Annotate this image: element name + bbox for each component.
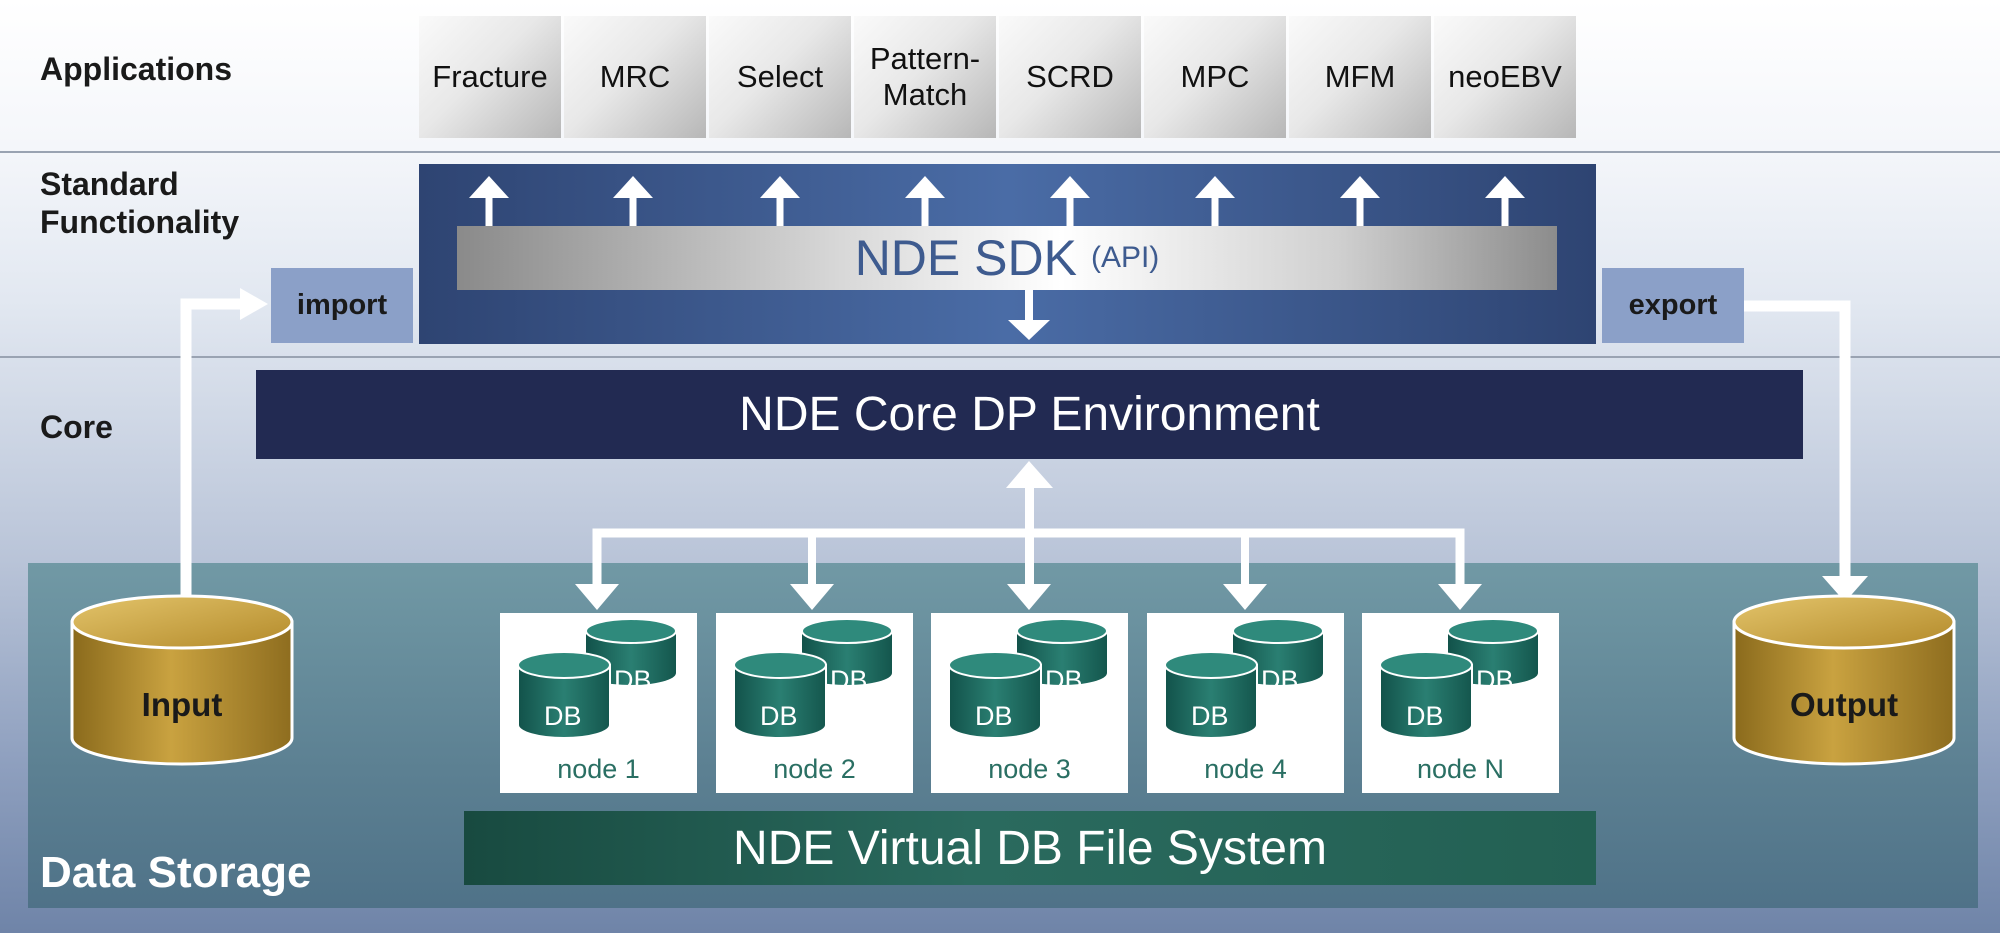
node-4-db-icons <box>1164 618 1324 739</box>
sdk-to-core-arrow <box>1008 290 1050 340</box>
app-mfm: MFM <box>1289 16 1431 138</box>
node-4-db-label-front: DB <box>1191 701 1229 731</box>
node-3-label: node 3 <box>988 754 1071 784</box>
node-3-db-label-front: DB <box>975 701 1013 731</box>
app-fracture: Fracture <box>419 16 561 138</box>
sdk-title: NDE SDK <box>854 230 1077 286</box>
core-dp-environment-bar: NDE Core DP Environment <box>256 370 1803 459</box>
output-label: Output <box>1789 686 1899 723</box>
sdk-up-arrows <box>469 176 1525 226</box>
node-1-db-label-front: DB <box>544 701 582 731</box>
data-storage-layer-label: Data Storage <box>40 848 312 897</box>
node-3-db-label-back: DB <box>1045 665 1083 695</box>
node-card-2: DB DB node 2 <box>716 613 913 793</box>
app-select: Select <box>709 16 851 138</box>
node-card-1: DB DB node 1 <box>500 613 697 793</box>
app-mpc: MPC <box>1144 16 1286 138</box>
input-label: Input <box>141 686 223 723</box>
applications-layer-label: Applications <box>40 51 233 87</box>
node-4-label: node 4 <box>1204 754 1287 784</box>
node-1-label: node 1 <box>557 754 640 784</box>
sdk-subtitle: (API) <box>1090 241 1160 274</box>
node-2-label: node 2 <box>773 754 856 784</box>
app-mrc: MRC <box>564 16 706 138</box>
app-neoebv: neoEBV <box>1434 16 1576 138</box>
export-connector <box>1744 300 1868 602</box>
node-n-db-label-back: DB <box>1476 665 1514 695</box>
input-cylinder <box>70 594 294 766</box>
node-n-label: node N <box>1416 754 1505 784</box>
import-box: import <box>271 268 413 343</box>
app-scrd: SCRD <box>999 16 1141 138</box>
sdk-bar: NDE SDK (API) <box>457 226 1557 290</box>
node-n-db-icons <box>1379 618 1539 739</box>
node-card-4: DB DB node 4 <box>1147 613 1344 793</box>
core-layer-label: Core <box>40 409 113 445</box>
standard-functionality-layer-label: Standard Functionality <box>40 166 240 240</box>
node-4-db-label-back: DB <box>1261 665 1299 695</box>
node-2-db-label-back: DB <box>830 665 868 695</box>
node-3-db-icons <box>948 618 1108 739</box>
band-divider-top <box>0 151 2000 153</box>
import-connector <box>180 288 268 602</box>
node-1-db-icons <box>517 618 677 739</box>
node-2-db-label-front: DB <box>760 701 798 731</box>
band-divider-middle <box>0 356 2000 358</box>
node-card-n: DB DB node N <box>1362 613 1559 793</box>
node-2-db-icons <box>733 618 893 739</box>
node-n-db-label-front: DB <box>1406 701 1444 731</box>
node-distribution-connectors <box>575 461 1482 610</box>
node-1-db-label-back: DB <box>614 665 652 695</box>
output-cylinder <box>1732 594 1956 766</box>
virtual-db-file-system-bar: NDE Virtual DB File System <box>464 811 1596 885</box>
node-card-3: DB DB node 3 <box>931 613 1128 793</box>
export-box: export <box>1602 268 1744 343</box>
app-pattern-match: Pattern- Match <box>854 16 996 138</box>
